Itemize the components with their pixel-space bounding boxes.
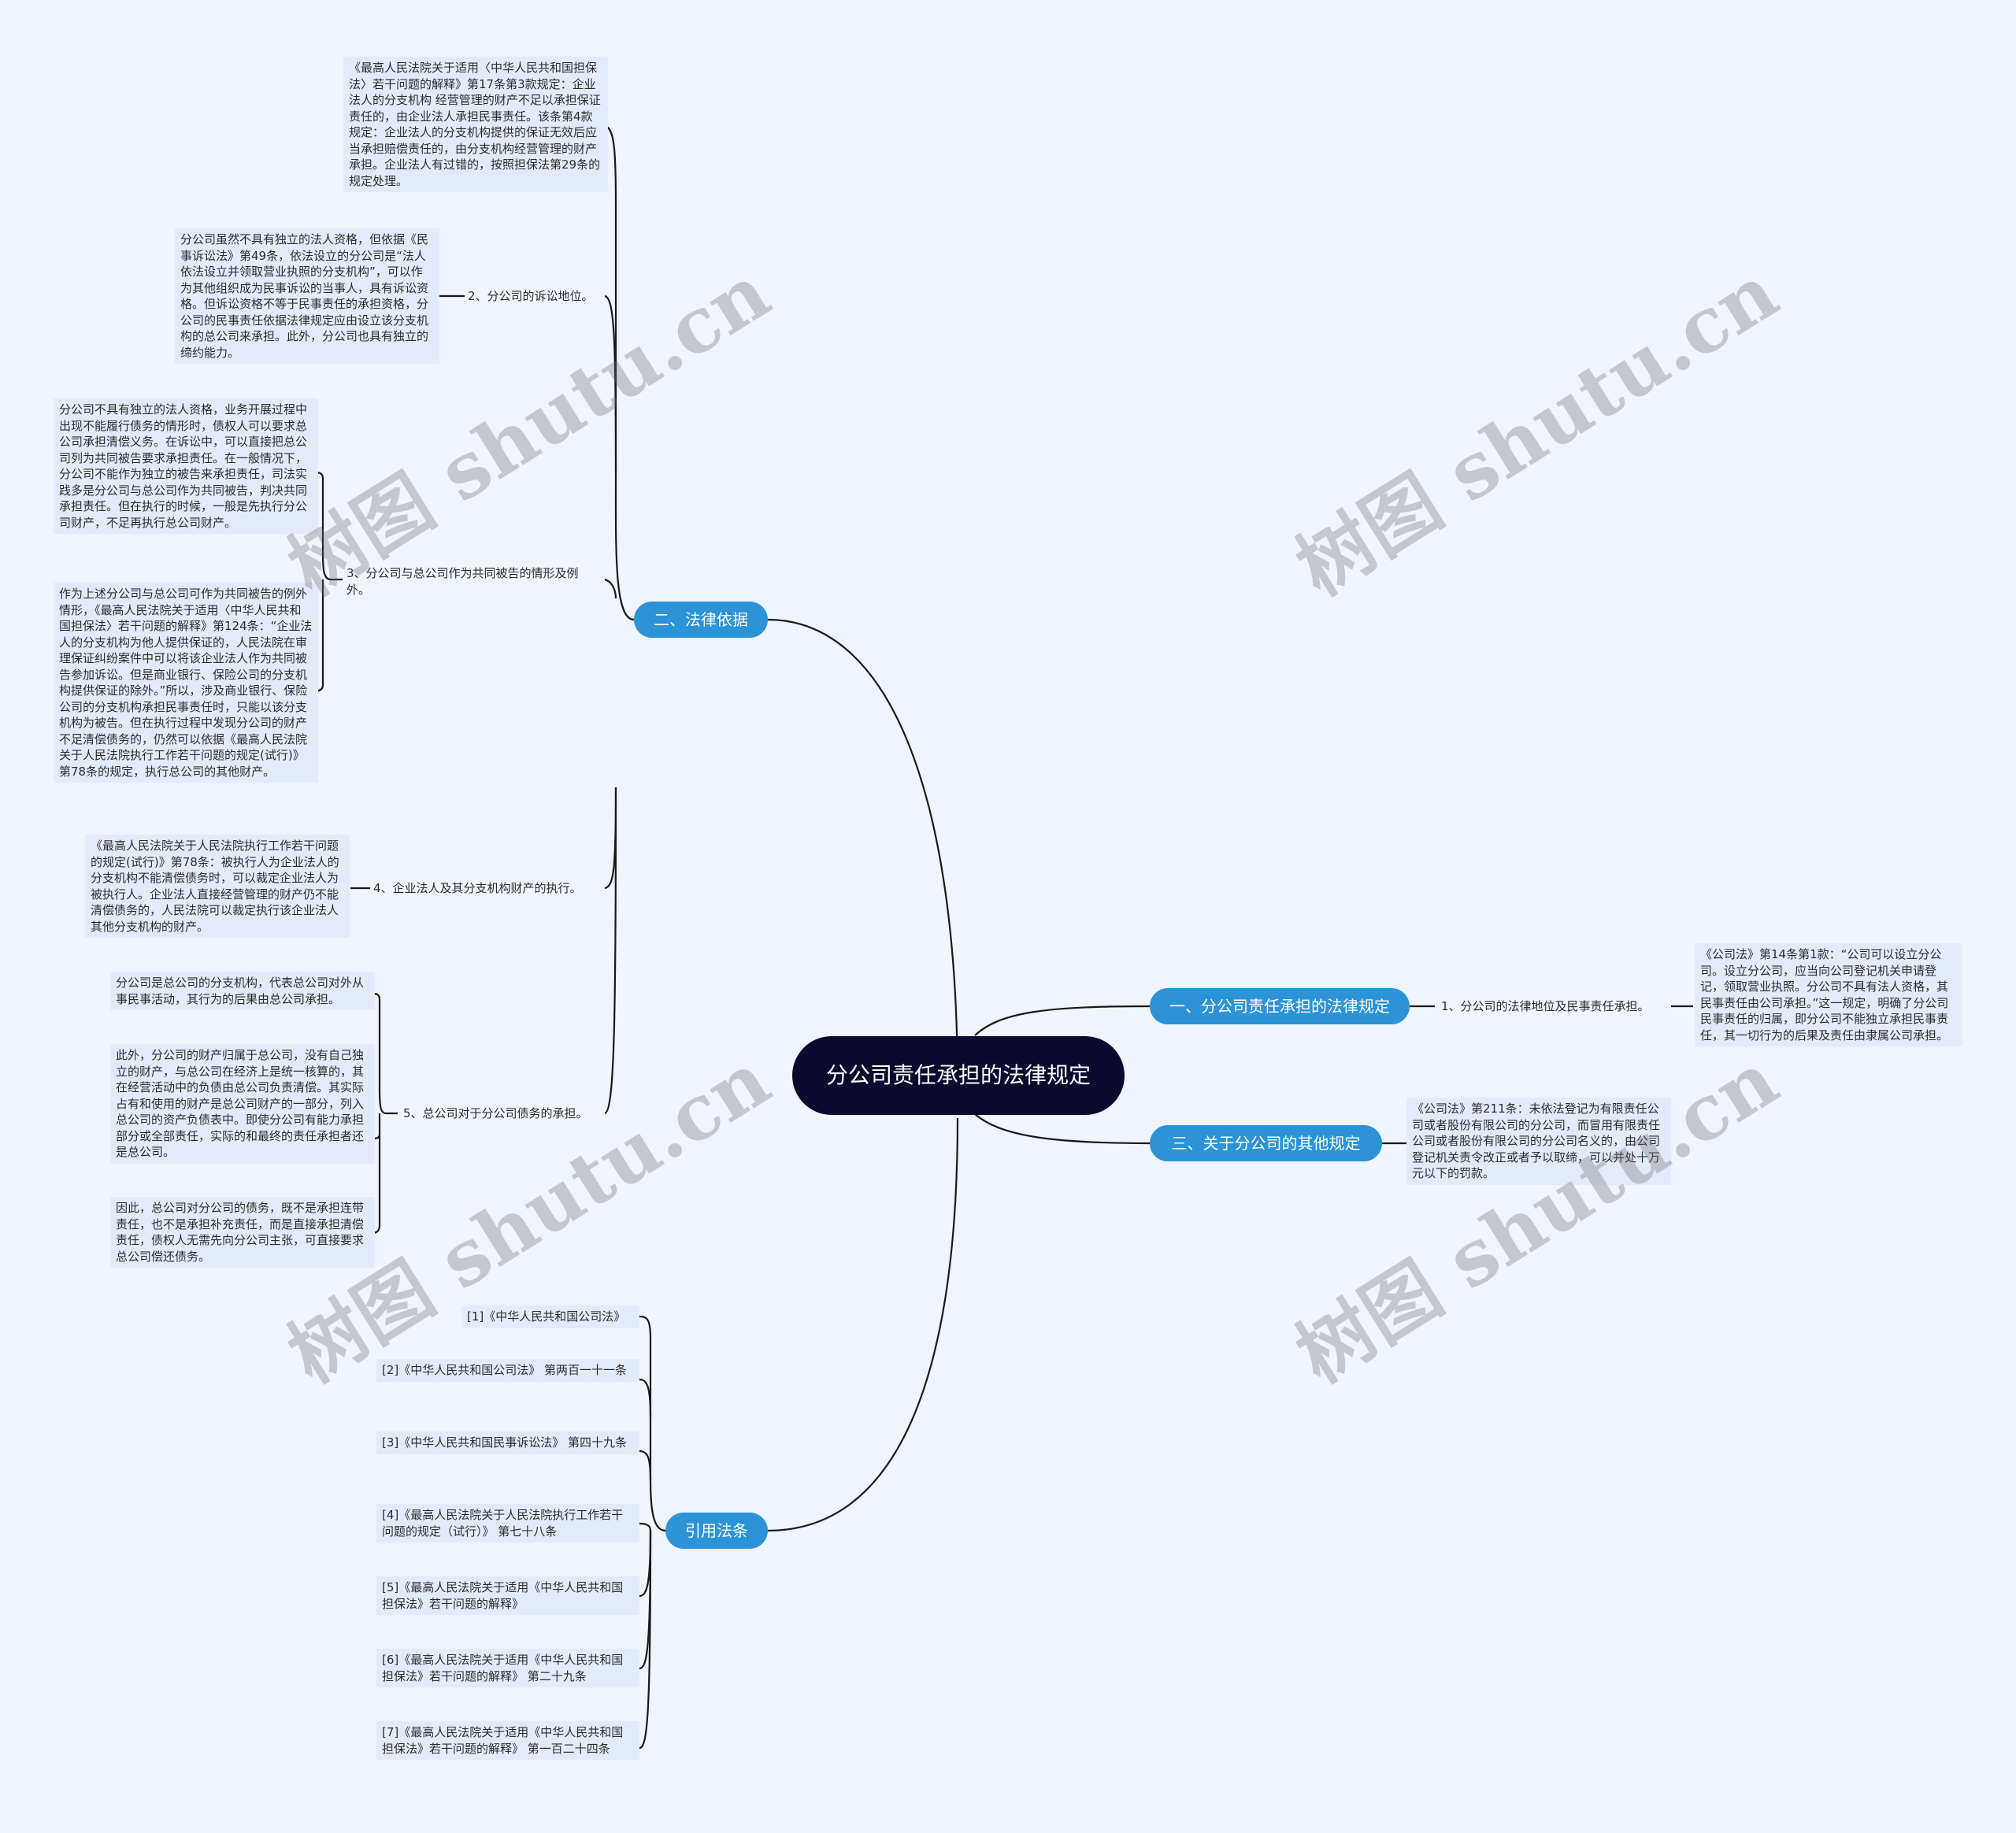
leaf-co-defendant-general: 分公司不具有独立的法人资格，业务开展过程中出现不能履行债务的情形时，债权人可以要…: [54, 398, 318, 534]
branch-cited-laws[interactable]: 引用法条: [665, 1513, 768, 1549]
cite-item-1[interactable]: [1]《中华人民共和国公司法》: [461, 1305, 639, 1328]
link-cite-3: [639, 1450, 652, 1481]
link-basis-l4: [604, 787, 617, 1115]
leaf-company-law-211: 《公司法》第211条：未依法登记为有限责任公司或者股份有限公司的分公司，而冒用有…: [1406, 1098, 1671, 1185]
leaf-litigation-status: 分公司虽然不具有独立的法人资格，但依据《民事诉讼法》第49条，依法设立的分公司是…: [175, 228, 439, 364]
cite-item-6[interactable]: [6]《最高人民法院关于适用《中华人民共和国担保法》若干问题的解释》 第二十九条: [376, 1649, 639, 1687]
leaf-company-law-14: 《公司法》第14条第1款：“公司可以设立分公司。设立分公司，应当向公司登记机关申…: [1695, 943, 1962, 1046]
cite-item-7[interactable]: [7]《最高人民法院关于适用《中华人民共和国担保法》若干问题的解释》 第一百二十…: [376, 1721, 639, 1760]
cite-item-5[interactable]: [5]《最高人民法院关于适用《中华人民共和国担保法》若干问题的解释》: [376, 1576, 639, 1615]
link-basis-l2: [604, 578, 617, 599]
link-cite-spine: [639, 1315, 666, 1532]
link-basis-l1: [604, 294, 617, 473]
leaf-liability-conclusion: 因此，总公司对分公司的债务，既不是承担连带责任，也不是承担补充责任，而是直接承担…: [110, 1197, 375, 1268]
link-cite-6: [639, 1530, 652, 1670]
link-sub5-leaves: [371, 992, 398, 1235]
sub-head-office-liability[interactable]: 5、总公司对于分公司债务的承担。: [403, 1106, 588, 1120]
link-cite-7: [639, 1530, 652, 1750]
sub-enforcement[interactable]: 4、企业法人及其分支机构财产的执行。: [373, 881, 582, 895]
cite-item-2[interactable]: [2]《中华人民共和国公司法》 第两百一十一条: [376, 1359, 639, 1382]
link-root-cite: [767, 1117, 959, 1532]
leaf-liability-property: 此外，分公司的财产归属于总公司，没有自己独立的财产，与总公司在经济上是统一核算的…: [110, 1044, 375, 1164]
leaf-liability-branch-agent: 分公司是总公司的分支机构，代表总公司对外从事民事活动，其行为的后果由总公司承担。: [110, 972, 375, 1010]
link-root-other: [974, 1113, 1151, 1145]
sub-co-defendant[interactable]: 3、分公司与总公司作为共同被告的情形及例外。: [346, 566, 579, 597]
cite-item-3[interactable]: [3]《中华人民共和国民事诉讼法》 第四十九条: [376, 1431, 639, 1454]
sub-litigation-status[interactable]: 2、分公司的诉讼地位。: [468, 289, 594, 303]
leaf-co-defendant-exception: 作为上述分公司与总公司可作为共同被告的例外情形，《最高人民法院关于适用〈中华人民…: [54, 583, 318, 783]
link-cite-2: [639, 1378, 652, 1418]
branch-legal-basis[interactable]: 二、法律依据: [634, 602, 768, 638]
leaf-enforcement-78: 《最高人民法院关于人民法院执行工作若干问题的规定(试行)》第78条：被执行人为企…: [85, 835, 350, 938]
link-cite-4: [639, 1522, 652, 1531]
link-cite-5: [639, 1530, 652, 1598]
leaf-guarantee-interpretation-17: 《最高人民法院关于适用〈中华人民共和国担保法〉若干问题的解释》第17条第3款规定…: [343, 57, 608, 192]
link-root-basis: [767, 618, 959, 1086]
branch-other-rules[interactable]: 三、关于分公司的其他规定: [1150, 1125, 1382, 1161]
link-basis-spine: [604, 124, 635, 621]
sub-legal-status[interactable]: 1、分公司的法律地位及民事责任承担。: [1441, 999, 1650, 1013]
cite-item-4[interactable]: [4]《最高人民法院关于人民法院执行工作若干问题的规定（试行）》 第七十八条: [376, 1504, 639, 1542]
link-basis-l3: [604, 787, 617, 890]
root-node[interactable]: 分公司责任承担的法律规定: [792, 1036, 1125, 1115]
branch-liability-rules[interactable]: 一、分公司责任承担的法律规定: [1150, 988, 1410, 1024]
link-root-rules: [974, 1005, 1151, 1036]
